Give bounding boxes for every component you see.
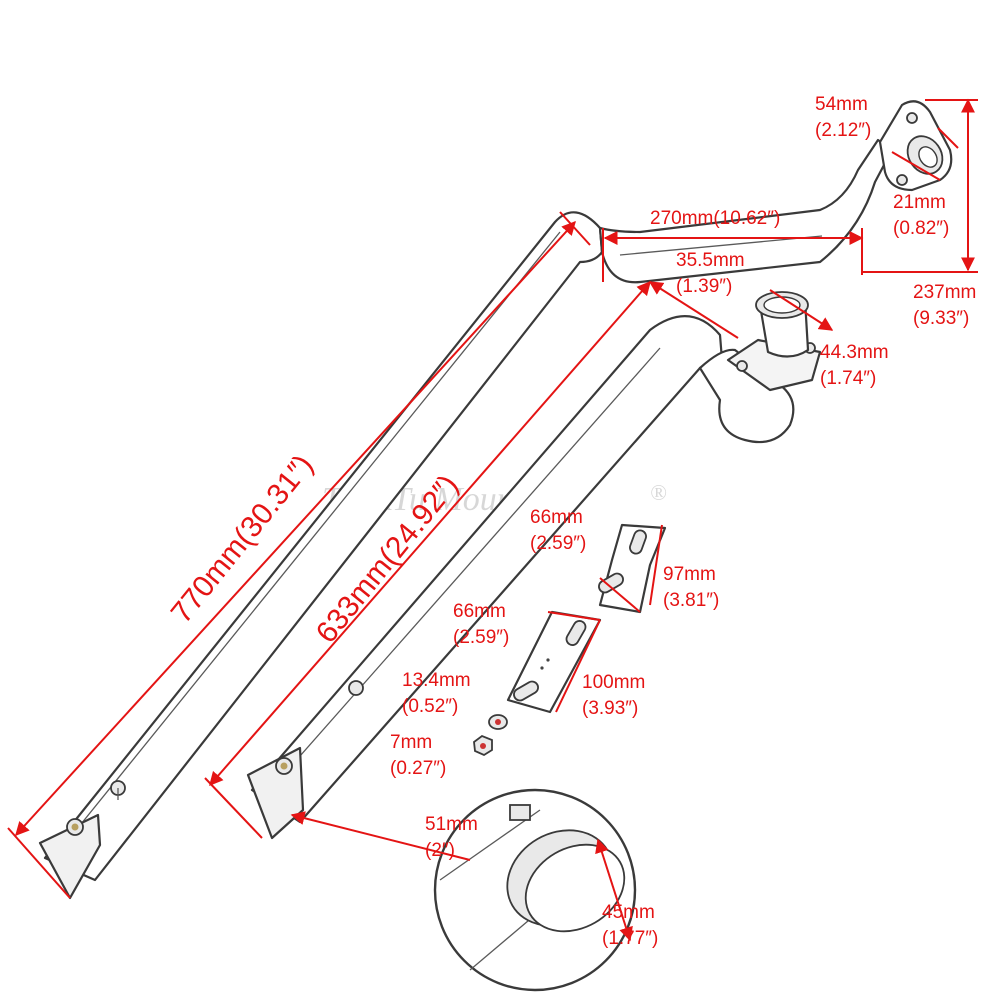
top-mount-plate bbox=[878, 100, 953, 192]
nut bbox=[473, 734, 493, 757]
label-bracket-a-length-mm: 97mm bbox=[663, 564, 716, 585]
label-nut-mm: 7mm bbox=[390, 732, 432, 753]
label-detail-outer-in: (2″) bbox=[425, 840, 455, 861]
label-bracket-b-width-in: (2.59″) bbox=[453, 627, 509, 648]
elbow-mount bbox=[698, 291, 822, 444]
label-top-hole-mm: 21mm bbox=[893, 192, 946, 213]
label-height-in: (9.33″) bbox=[913, 308, 969, 329]
label-bracket-a-width-mm: 66mm bbox=[530, 507, 583, 528]
label-bracket-b-width-mm: 66mm bbox=[453, 601, 506, 622]
label-bracket-a-length-in: (3.81″) bbox=[663, 590, 719, 611]
label-detail-inner-mm: 45mm bbox=[602, 902, 655, 923]
top-plate-hole-icon bbox=[906, 112, 918, 124]
label-top-arm: 270mm(10.62″) bbox=[650, 208, 780, 229]
label-bracket-b-length-mm: 100mm bbox=[582, 672, 645, 693]
label-detail-outer-mm: 51mm bbox=[425, 814, 478, 835]
washer bbox=[488, 714, 508, 730]
detail-view bbox=[290, 788, 637, 992]
label-bracket-b-length-in: (3.93″) bbox=[582, 698, 638, 719]
label-washer-mm: 13.4mm bbox=[402, 670, 471, 691]
label-cup-in: (1.74″) bbox=[820, 368, 876, 389]
label-top-plate-in: (2.12″) bbox=[815, 120, 871, 141]
label-nut-in: (0.27″) bbox=[390, 758, 446, 779]
label-top-hole-in: (0.82″) bbox=[893, 218, 949, 239]
detail-bolt-icon bbox=[509, 804, 531, 821]
dimension-lines bbox=[7, 98, 978, 942]
label-height-mm: 237mm bbox=[913, 282, 976, 303]
short-bar-stud-icon bbox=[348, 680, 364, 696]
label-detail-inner-in: (1.77″) bbox=[602, 928, 658, 949]
bracket-b bbox=[506, 610, 602, 714]
label-bracket-a-width-in: (2.59″) bbox=[530, 533, 586, 554]
label-cup-mm: 44.3mm bbox=[820, 342, 889, 363]
label-washer-in: (0.52″) bbox=[402, 696, 458, 717]
label-top-plate-mm: 54mm bbox=[815, 94, 868, 115]
label-offset-mm: 35.5mm bbox=[676, 250, 745, 271]
label-offset-in: (1.39″) bbox=[676, 276, 732, 297]
watermark-registered: ® bbox=[650, 480, 667, 505]
